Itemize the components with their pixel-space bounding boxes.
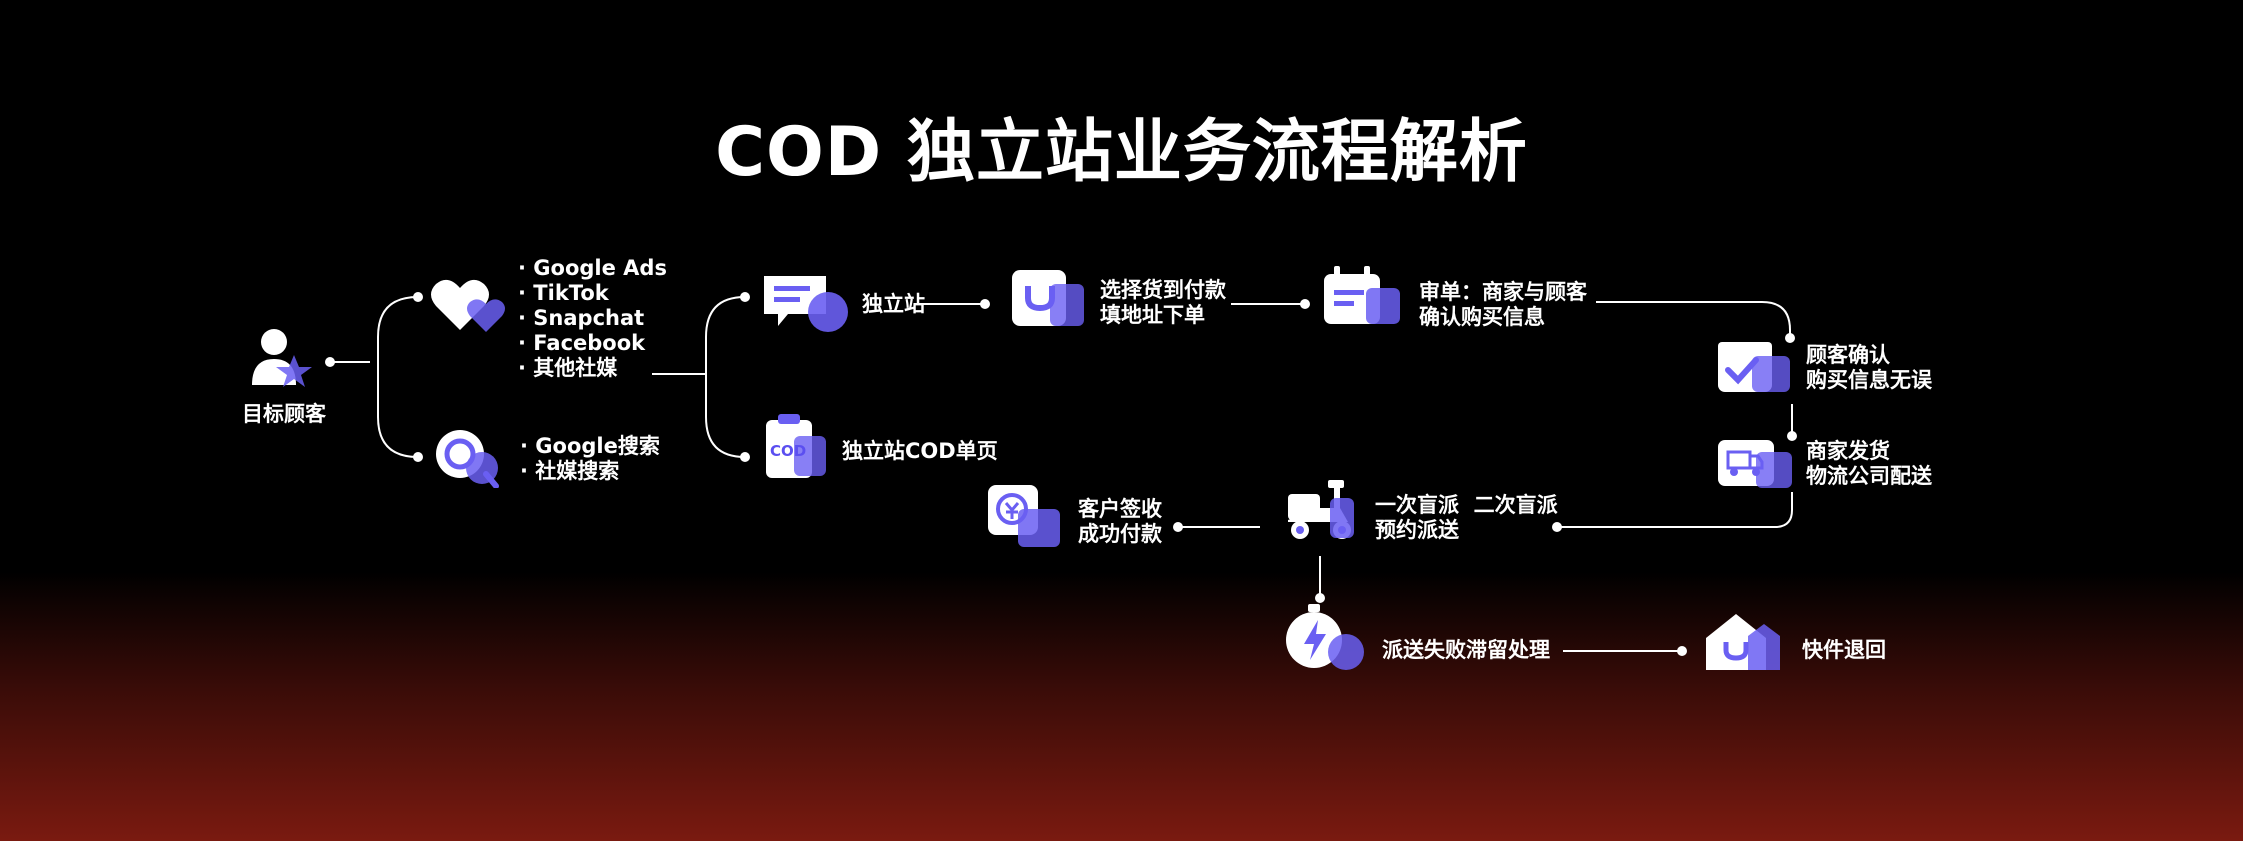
label-line: 审单：商家与顾客 xyxy=(1419,280,1587,304)
list-item: 社媒搜索 xyxy=(520,459,660,484)
label-line: 购买信息无误 xyxy=(1806,368,1932,392)
user-icon xyxy=(250,325,314,389)
fail-label: 派送失败滞留处理 xyxy=(1382,638,1550,662)
label-line: 一次盲派 二次盲派 xyxy=(1375,493,1558,517)
message-icon xyxy=(760,272,852,334)
return-label: 快件退回 xyxy=(1802,638,1886,662)
label-line: 商家发货 xyxy=(1806,439,1890,463)
dispatch-label: 一次盲派 二次盲派 预约派送 xyxy=(1375,493,1558,543)
label-line: 填地址下单 xyxy=(1100,303,1205,327)
heart-icon xyxy=(430,276,510,334)
calendar-check-icon xyxy=(1716,336,1792,394)
cod-badge: COD xyxy=(770,442,806,460)
lightning-timer-icon xyxy=(1284,604,1366,670)
ship-label: 商家发货 物流公司配送 xyxy=(1806,439,1932,489)
customer-confirm-label: 顾客确认 购买信息无误 xyxy=(1806,343,1932,393)
list-item: Facebook xyxy=(518,331,667,356)
label-line: 客户签收 xyxy=(1078,497,1162,521)
choose-goods-label: 选择货到付款 填地址下单 xyxy=(1100,278,1226,328)
review-label: 审单：商家与顾客 确认购买信息 xyxy=(1419,280,1587,330)
search-list: Google搜索 社媒搜索 xyxy=(520,434,660,484)
page-title: COD 独立站业务流程解析 xyxy=(715,113,1528,192)
list-item: TikTok xyxy=(518,281,667,306)
shopping-bag-icon xyxy=(1010,268,1086,328)
yen-coin-icon xyxy=(986,483,1062,549)
site-label: 独立站 xyxy=(862,292,925,316)
return-house-icon xyxy=(1704,612,1782,672)
label-line: 成功付款 xyxy=(1078,522,1162,546)
delivery-scooter-icon xyxy=(1284,478,1364,544)
cod-page-label: 独立站COD单页 xyxy=(842,439,998,463)
cod-document-icon: COD xyxy=(764,414,828,480)
target-customer-label: 目标顾客 xyxy=(242,402,326,426)
truck-icon xyxy=(1716,438,1794,490)
list-item: 其他社媒 xyxy=(518,356,667,381)
sign-label: 客户签收 成功付款 xyxy=(1078,497,1162,547)
list-item: Snapchat xyxy=(518,306,667,331)
label-line: 确认购买信息 xyxy=(1419,305,1545,329)
search-icon xyxy=(434,428,502,489)
list-item: Google搜索 xyxy=(520,434,660,459)
label-line: 顾客确认 xyxy=(1806,343,1890,367)
list-item: Google Ads xyxy=(518,256,667,281)
label-line: 物流公司配送 xyxy=(1806,464,1932,488)
social-ads-list: Google Ads TikTok Snapchat Facebook 其他社媒 xyxy=(518,256,667,381)
label-line: 选择货到付款 xyxy=(1100,278,1226,302)
label-line: 预约派送 xyxy=(1375,518,1459,542)
calendar-icon xyxy=(1322,266,1402,326)
